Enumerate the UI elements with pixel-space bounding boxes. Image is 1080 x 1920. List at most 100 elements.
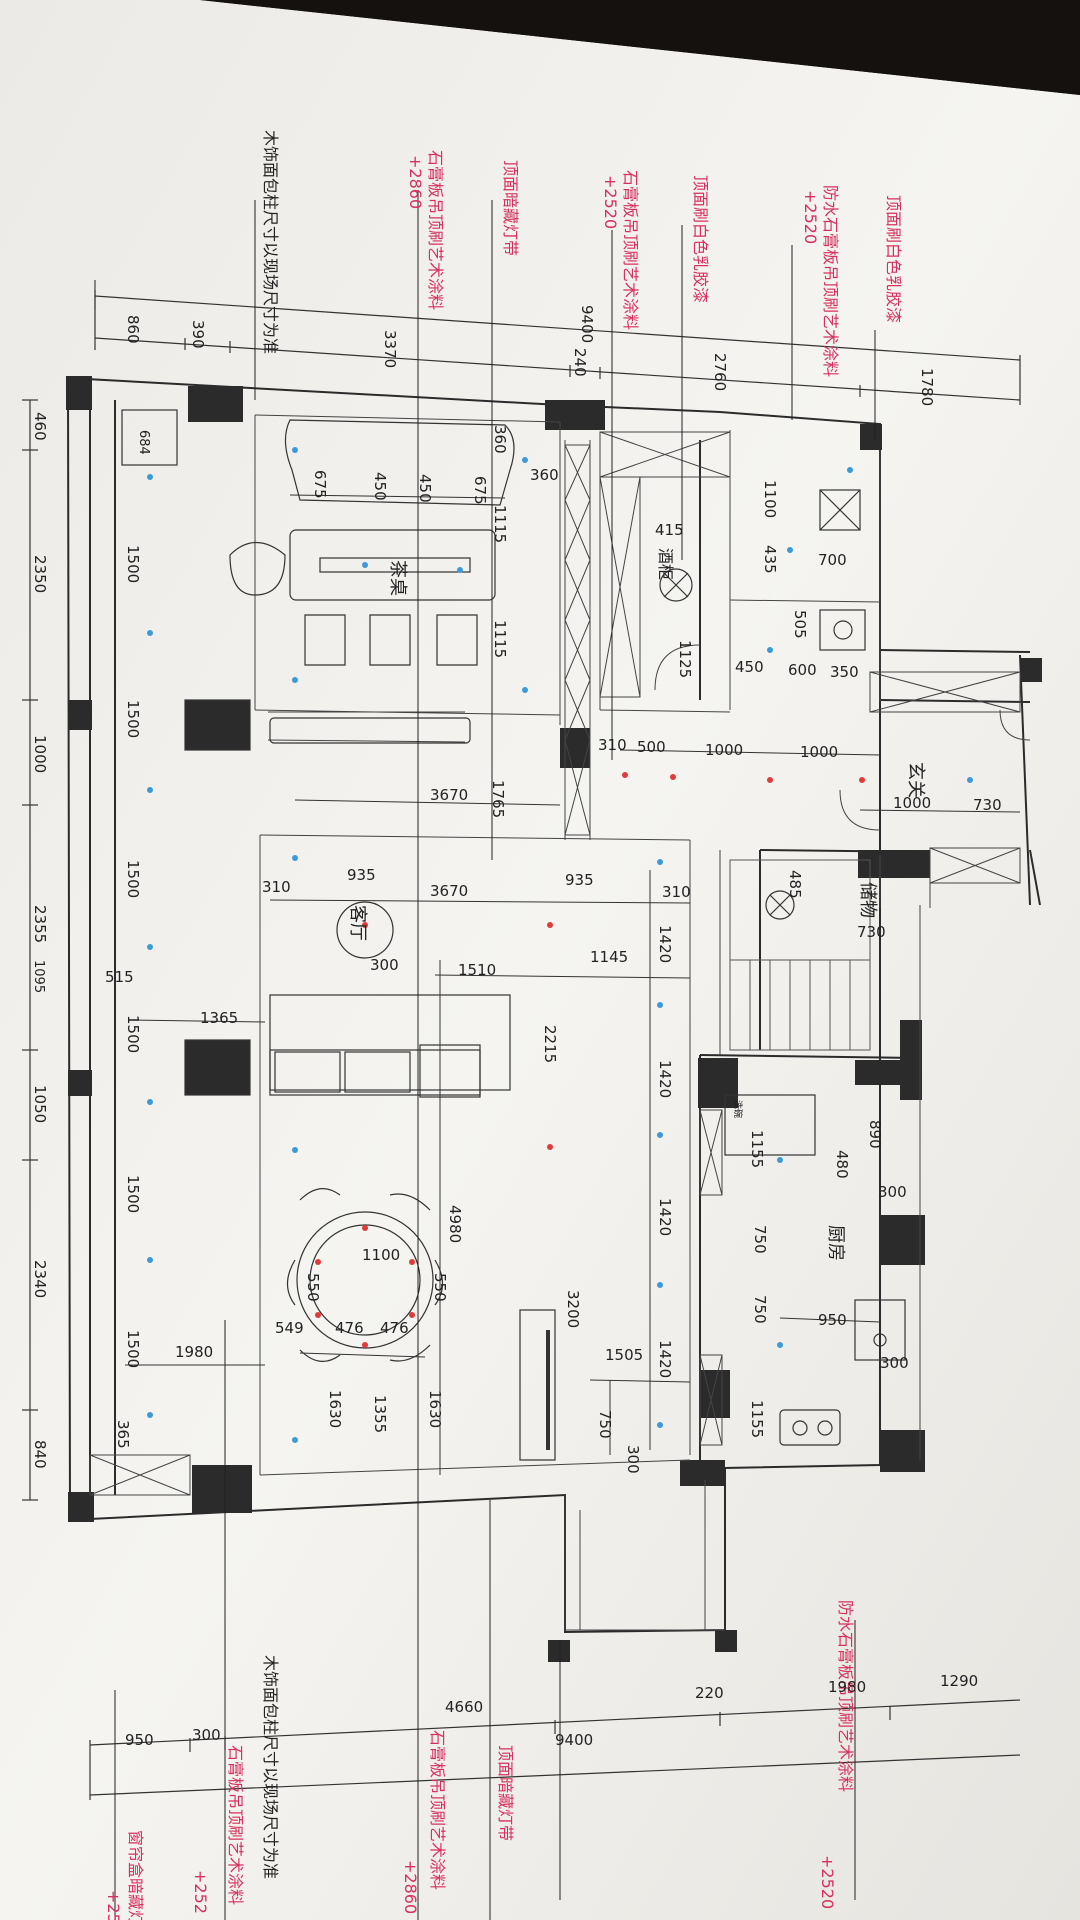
dim-360-a: 360 <box>491 425 509 454</box>
dim-450-b: 450 <box>416 474 434 503</box>
dim-1115-b: 1115 <box>491 620 509 658</box>
dim-700: 700 <box>818 551 847 569</box>
tea-table-set <box>229 419 515 744</box>
room-living: 客厅 <box>347 905 368 941</box>
dim-390: 390 <box>189 320 207 349</box>
dim-300-a: 300 <box>370 956 399 974</box>
left-dimensions <box>22 399 38 1501</box>
dim-1500-a: 1500 <box>124 545 142 583</box>
dim-675-b: 675 <box>471 476 489 505</box>
height-note-1: +2520 <box>801 190 820 244</box>
dim-360-b: 360 <box>530 466 559 484</box>
dim-1050: 1050 <box>31 1085 49 1123</box>
dim-2215: 2215 <box>541 1025 559 1063</box>
dim-500: 500 <box>637 738 666 756</box>
note-leader-lines <box>94 190 876 1920</box>
dim-515: 515 <box>105 968 134 986</box>
dim-310-c: 310 <box>662 883 691 901</box>
note-ceiling-white-paint-1: 顶面刷白色乳胶漆 <box>884 195 903 323</box>
dim-1980-b: 1980 <box>828 1678 866 1696</box>
kitchen-fixtures <box>121 409 906 1446</box>
height-note-7: +252 <box>104 1890 123 1920</box>
room-tea-table: 茶桌 <box>387 560 408 596</box>
dim-300-d: 300 <box>624 1445 642 1474</box>
dim-1980-a: 1980 <box>175 1343 213 1361</box>
dim-300-e: 300 <box>192 1726 221 1744</box>
stairs <box>729 859 871 1051</box>
dim-450-a: 450 <box>371 472 389 501</box>
dim-1505: 1505 <box>605 1346 643 1364</box>
dim-3200: 3200 <box>564 1290 582 1328</box>
dim-300-c: 300 <box>880 1354 909 1372</box>
dim-750-c: 750 <box>596 1410 614 1439</box>
room-kitchen: 厨房 <box>825 1225 846 1261</box>
dim-9400-bottom: 9400 <box>555 1731 593 1749</box>
dim-1100: 1100 <box>761 480 779 518</box>
note-wood-column: 木饰面包柱尺寸以现场尺寸为准 <box>261 130 280 354</box>
dim-505: 505 <box>791 610 809 639</box>
dim-1630-b: 1630 <box>426 1390 444 1428</box>
dim-450-c: 450 <box>735 658 764 676</box>
note-gypsum-art-2: 石膏板吊顶刷艺术涂料 <box>426 150 445 310</box>
dim-1420-d: 1420 <box>656 1340 674 1378</box>
dim-2340: 2340 <box>31 1260 49 1298</box>
dim-9400-top: 9400 <box>578 305 596 343</box>
dim-240: 240 <box>571 348 589 377</box>
room-foyer: 玄关 <box>905 762 926 798</box>
note-curtain-box-light: 窗帘盒暗藏灯 <box>126 1830 145 1920</box>
dim-1420-b: 1420 <box>656 1060 674 1098</box>
inner-dimension-lines <box>125 494 1021 1475</box>
dim-1000-b: 1000 <box>800 743 838 761</box>
dim-1510: 1510 <box>458 961 496 979</box>
dim-1500-d: 1500 <box>124 1015 142 1053</box>
dim-460: 460 <box>31 412 49 441</box>
room-wine-cabinet: 酒柜 <box>656 548 675 580</box>
dim-1500-c: 1500 <box>124 860 142 898</box>
dim-1125: 1125 <box>676 640 694 678</box>
dim-550-a: 550 <box>304 1273 322 1302</box>
dim-1000-left: 1000 <box>31 735 49 773</box>
height-note-2: +2520 <box>601 175 620 229</box>
dim-935-b: 935 <box>565 871 594 889</box>
dim-1500-b: 1500 <box>124 700 142 738</box>
dim-1100-b: 1100 <box>362 1246 400 1264</box>
dim-2760: 2760 <box>711 353 729 391</box>
columns <box>66 376 1042 1662</box>
cabinet-boxes <box>89 431 1021 1496</box>
height-note-3: +2860 <box>406 155 425 209</box>
dim-1115-a: 1115 <box>491 505 509 543</box>
note-waterproof-gypsum-2: 防水石膏板吊顶刷艺术涂料 <box>836 1600 855 1792</box>
dim-415: 415 <box>655 521 684 539</box>
dim-730-b: 730 <box>857 923 886 941</box>
dim-2355: 2355 <box>31 905 49 943</box>
note-gypsum-art-3: 石膏板吊顶刷艺术涂料 <box>428 1730 447 1890</box>
bottom-dimensions <box>89 1699 1021 1800</box>
dim-435: 435 <box>761 545 779 574</box>
dim-476-a: 476 <box>335 1319 364 1337</box>
dim-310-b: 310 <box>262 878 291 896</box>
room-wash: 洗碗 <box>732 1100 744 1118</box>
dim-3670-a: 3670 <box>430 786 468 804</box>
dim-300-b: 300 <box>878 1183 907 1201</box>
dim-1000-a: 1000 <box>705 741 743 759</box>
dim-1095: 1095 <box>31 960 46 993</box>
room-storage: 储物 <box>857 882 878 918</box>
dim-476-b: 476 <box>380 1319 409 1337</box>
dim-860: 860 <box>124 315 142 344</box>
dim-675-a: 675 <box>311 470 329 499</box>
dim-1500-f: 1500 <box>124 1330 142 1368</box>
dim-950-b: 950 <box>125 1731 154 1749</box>
dim-485: 485 <box>786 870 804 899</box>
dim-4660: 4660 <box>445 1698 483 1716</box>
dim-549: 549 <box>275 1319 304 1337</box>
door-swings <box>654 644 1031 831</box>
note-wood-column-2: 木饰面包柱尺寸以现场尺寸为准 <box>261 1655 280 1879</box>
dim-1155-a: 1155 <box>748 1130 766 1168</box>
dim-730-a: 730 <box>973 796 1002 814</box>
living-furniture <box>269 901 556 1461</box>
note-gypsum-art-1: 石膏板吊顶刷艺术涂料 <box>621 170 640 330</box>
height-note-6: +252 <box>191 1870 210 1914</box>
dim-1145: 1145 <box>590 948 628 966</box>
